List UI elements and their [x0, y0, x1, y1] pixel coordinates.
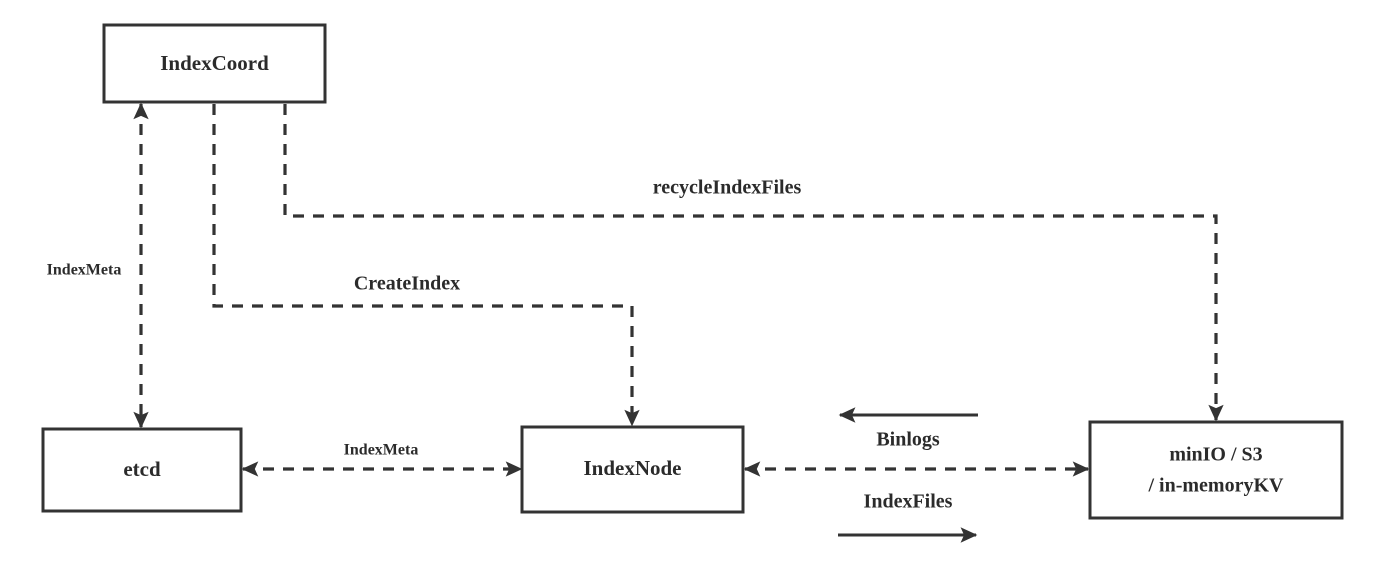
- edge-createindex: CreateIndex: [212, 104, 640, 427]
- node-indexcoord-box[interactable]: [102, 23, 327, 104]
- node-etcd[interactable]: etcd: [41, 427, 243, 513]
- edge-createindex-line: [212, 104, 640, 427]
- node-minio-label-line1: minIO / S3: [1169, 444, 1262, 466]
- edge-indexmeta-mid: IndexMeta: [241, 442, 523, 477]
- node-indexcoord-label: IndexCoord: [160, 51, 269, 75]
- node-indexnode-box[interactable]: [520, 425, 745, 514]
- node-minio-label-line2: / in-memoryKV: [1148, 475, 1285, 497]
- node-minio-box[interactable]: [1088, 420, 1344, 520]
- edge-label-recycleindexfiles: recycleIndexFiles: [653, 177, 802, 199]
- node-indexnode[interactable]: IndexNode: [520, 425, 745, 514]
- edge-label-binlogs: Binlogs: [876, 429, 940, 451]
- edge-recycleindexfiles: recycleIndexFiles: [283, 104, 1224, 422]
- node-indexcoord[interactable]: IndexCoord: [102, 23, 327, 104]
- node-minio[interactable]: minIO / S3 / in-memoryKV: [1088, 420, 1344, 520]
- edge-recycleindexfiles-line: [283, 104, 1224, 422]
- node-etcd-box[interactable]: [41, 427, 243, 513]
- edge-label-indexfiles: IndexFiles: [864, 491, 953, 513]
- edge-indexmeta-left: IndexMeta: [47, 102, 149, 429]
- edge-label-indexmeta-mid: IndexMeta: [344, 442, 419, 459]
- edge-indexfiles: IndexFiles: [838, 491, 978, 543]
- node-indexnode-label: IndexNode: [583, 456, 681, 480]
- node-etcd-label: etcd: [123, 457, 161, 481]
- edge-label-indexmeta-left: IndexMeta: [47, 262, 122, 279]
- edge-binlogs: Binlogs: [838, 407, 978, 451]
- edge-label-createindex: CreateIndex: [354, 273, 460, 295]
